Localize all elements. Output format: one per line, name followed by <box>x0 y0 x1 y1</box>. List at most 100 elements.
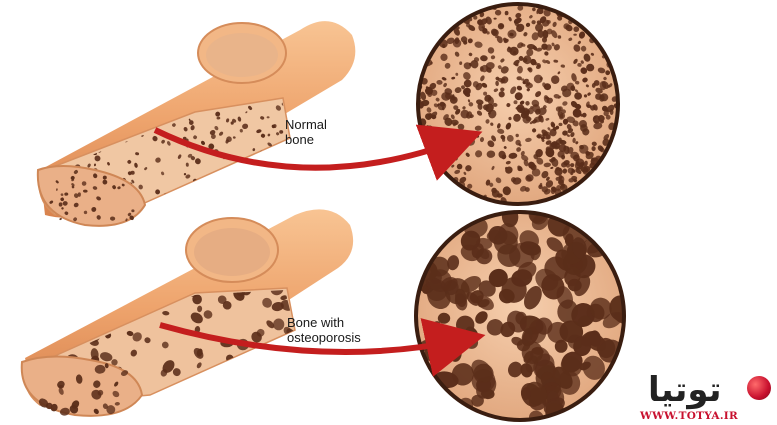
trabecular-pore <box>36 322 51 336</box>
trabecular-pore <box>238 373 252 387</box>
trabecular-pore <box>262 151 267 156</box>
trabecular-pore <box>83 122 86 124</box>
trabecular-pore <box>282 351 298 367</box>
trabecular-pore <box>223 389 237 404</box>
trabecular-pore <box>264 187 268 191</box>
globe-icon <box>747 376 771 400</box>
trabecular-pore <box>268 151 271 154</box>
trabecular-pore <box>85 128 89 133</box>
trabecular-pore <box>283 398 293 411</box>
trabecular-pore <box>126 286 138 300</box>
trabecular-pore <box>103 289 110 297</box>
trabecular-pore <box>101 281 106 289</box>
trabecular-pore <box>256 386 263 395</box>
trabecular-pore <box>171 198 175 203</box>
normal-bone-label: Normal bone <box>285 117 327 147</box>
normal-bone-magnified <box>415 4 621 205</box>
trabecular-pore <box>279 186 281 189</box>
trabecular-pore <box>80 283 95 298</box>
trabecular-pore <box>49 296 59 306</box>
trabecular-pore <box>105 119 110 124</box>
trabecular-pore <box>46 156 48 159</box>
trabecular-pore <box>292 375 306 390</box>
trabecular-pore <box>188 205 192 209</box>
trabecular-pore <box>39 208 43 212</box>
trabecular-pore <box>191 391 211 411</box>
trabecular-pore <box>187 210 192 213</box>
trabecular-pore <box>55 94 60 98</box>
trabecular-pore <box>192 377 201 385</box>
trabecular-pore <box>192 214 199 220</box>
trabecular-pore <box>65 279 80 292</box>
trabecular-pore <box>96 129 103 135</box>
trabecular-pore <box>92 283 103 294</box>
trabecular-pore <box>71 134 74 138</box>
trabecular-pore <box>106 108 112 112</box>
trabecular-pore <box>102 130 106 133</box>
normal-bone-label-line1: Normal <box>285 117 327 132</box>
trabecular-pore <box>77 139 83 145</box>
trabecular-pore <box>274 178 277 181</box>
osteoporosis-bone-label-line1: Bone with <box>287 315 361 330</box>
trabecular-pore <box>246 371 262 387</box>
trabecular-pore <box>165 216 172 223</box>
trabecular-pore <box>222 185 226 190</box>
trabecular-pore <box>244 176 251 183</box>
trabecular-pore <box>268 388 285 404</box>
trabecular-pore <box>183 216 186 219</box>
trabecular-pore <box>193 382 208 396</box>
trabecular-pore <box>54 126 60 132</box>
trabecular-pore <box>153 217 159 223</box>
trabecular-pore <box>40 133 43 136</box>
trabecular-pore <box>96 115 101 119</box>
trabecular-pore <box>232 169 240 176</box>
trabecular-pore <box>241 196 245 200</box>
trabecular-pore <box>57 315 68 326</box>
trabecular-pore <box>36 281 50 295</box>
trabecular-pore <box>76 116 79 119</box>
trabecular-pore <box>273 319 284 331</box>
normal-bone-label-line2: bone <box>285 132 327 147</box>
trabecular-pore <box>57 152 63 158</box>
trabecular-pore <box>90 115 97 121</box>
trabecular-pore <box>82 135 86 139</box>
trabecular-pore <box>94 295 112 313</box>
trabecular-pore <box>158 198 164 204</box>
trabecular-pore <box>258 205 263 209</box>
trabecular-pore <box>187 197 194 202</box>
trabecular-pore <box>48 143 56 151</box>
trabecular-pore <box>34 150 39 154</box>
trabecular-pore <box>268 195 273 200</box>
trabecular-pore <box>96 107 104 115</box>
trabecular-pore <box>43 113 49 119</box>
trabecular-pore <box>95 96 101 102</box>
trabecular-pore <box>40 120 47 127</box>
trabecular-pore <box>483 92 487 96</box>
trabecular-pore <box>268 185 275 192</box>
trabecular-pore <box>270 150 274 155</box>
trabecular-pore <box>38 121 41 125</box>
trabecular-pore <box>158 212 163 216</box>
trabecular-pore <box>58 304 66 313</box>
trabecular-pore <box>68 130 73 134</box>
trabecular-pore <box>90 132 97 139</box>
trabecular-pore <box>94 294 107 310</box>
osteoporosis-bone-label-line2: osteoporosis <box>287 330 361 345</box>
trabecular-pore <box>536 11 538 15</box>
trabecular-pore <box>245 179 250 185</box>
trabecular-pore <box>264 205 268 209</box>
trabecular-pore <box>191 207 195 211</box>
trabecular-pore <box>102 111 108 117</box>
trabecular-pore <box>86 101 94 109</box>
trabecular-pore <box>262 169 267 174</box>
trabecular-pore <box>47 104 51 108</box>
trabecular-pore <box>74 113 77 116</box>
trabecular-pore <box>215 202 222 209</box>
trabecular-pore <box>213 187 218 192</box>
trabecular-pore <box>87 116 91 122</box>
trabecular-pore <box>90 109 95 114</box>
trabecular-pore <box>201 201 208 207</box>
trabecular-pore <box>162 391 174 406</box>
trabecular-pore <box>241 198 244 201</box>
